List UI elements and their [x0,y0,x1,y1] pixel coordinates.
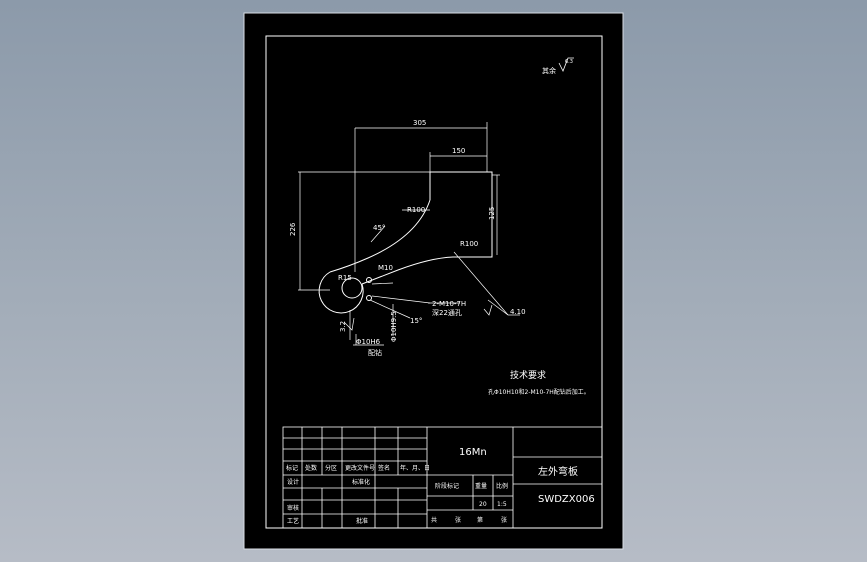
dim-m10: M10 [378,264,393,272]
tapped-hole [366,295,372,301]
header-date: 年、月、日 [400,464,430,472]
part-outline [318,171,493,314]
roughness-symbol: 其余 6.3 [542,57,574,75]
label-approve: 批准 [356,517,368,525]
header-doc: 更改文件号 [345,464,375,472]
dim-phi10: Φ10H9.5 [390,311,398,342]
title-block [282,426,603,529]
header-mark: 标记 [286,464,298,472]
weight-value: 20 [479,501,487,508]
sheet-unit-1: 张 [455,516,461,524]
dim-150: 150 [452,147,465,155]
material: 16Mn [459,447,487,458]
label-scale: 比例 [496,482,508,490]
bore-hole [341,277,363,299]
dim-phi-sub: 配钻 [368,348,382,357]
notes-title: 技术要求 [510,369,546,381]
dim-305: 305 [413,119,426,127]
sheet-unit-2: 张 [501,516,507,524]
dim-tol: 3.2 [339,321,347,332]
drawing-number: SWDZX006 [538,494,595,505]
title-block-texts: 16Mn 左外弯板 SWDZX006 标记 处数 分区 更改文件号 签名 年、月… [286,447,595,525]
dimension-texts: 305 150 226 125 R100 R100 45° R15 2-M10-… [289,119,526,357]
header-sign: 签名 [378,464,390,472]
dim-angle15: 15° [410,317,422,325]
tapped-hole [366,277,372,283]
header-zone: 分区 [325,464,337,472]
sheet-no: 第 [477,516,483,524]
label-review: 审核 [287,504,299,512]
label-design: 设计 [287,478,299,486]
dim-125: 125 [488,207,496,220]
label-stage: 阶段标记 [435,482,459,490]
label-standard: 标准化 [352,478,370,486]
dim-tap: 2-M10-7H [432,300,466,308]
notes-line: 孔Φ10H10和2-M10-7H配钻后加工。 [488,388,590,396]
dim-phi: Φ10H6 [356,338,381,346]
dim-226: 226 [289,222,297,236]
dim-r15: R15 [338,274,352,282]
dim-r100a: R100 [407,206,425,214]
roughness-value: 6.3 [565,59,573,65]
drawing-sheet [243,12,624,550]
dim-tap-sub: 深22通孔 [432,308,462,317]
technical-notes: 技术要求 孔Φ10H10和2-M10-7H配钻后加工。 [488,369,590,396]
part-name: 左外弯板 [538,465,578,478]
header-count: 处数 [305,464,317,472]
dim-r100b: R100 [460,240,478,248]
label-weight: 重量 [475,482,487,490]
sheet-total: 共 [431,516,437,524]
dim-d10: 4.10 [510,308,526,316]
dimension-lines [298,122,520,346]
scale-value: 1:5 [497,501,507,508]
roughness-label: 其余 [542,66,556,75]
label-process: 工艺 [287,517,299,525]
dim-ang45: 45° [373,224,385,232]
